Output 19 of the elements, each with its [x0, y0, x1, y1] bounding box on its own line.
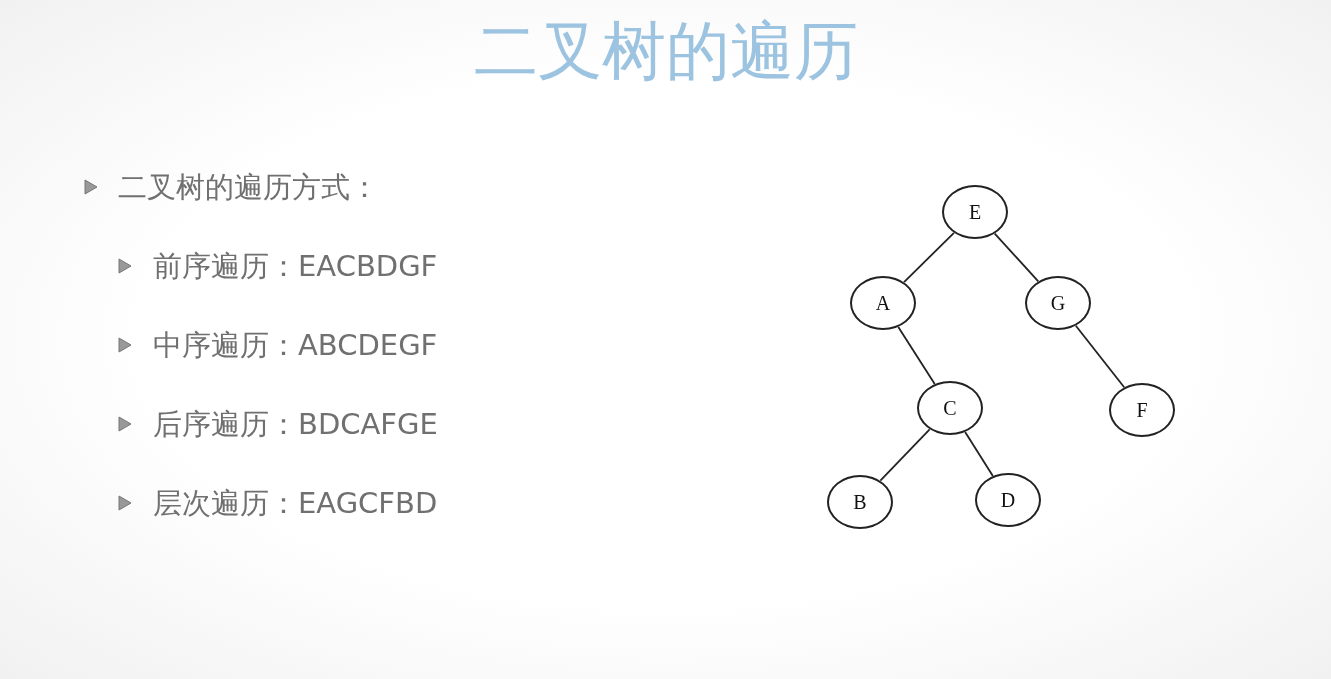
- tree-edge: [903, 231, 955, 284]
- tree-node: D: [975, 473, 1041, 527]
- tree-node: A: [850, 276, 916, 330]
- tree-edge: [993, 232, 1040, 283]
- tree-edge: [1074, 324, 1126, 389]
- bullet-heading: 二叉树的遍历方式：: [118, 169, 379, 205]
- traversal-text: 中序遍历：ABCDEGF: [153, 327, 438, 363]
- tree-edge: [879, 428, 931, 482]
- traversal-text: 后序遍历：BDCAFGE: [153, 406, 438, 442]
- tree-edge: [964, 431, 994, 477]
- tree-node: F: [1109, 383, 1175, 437]
- traversal-text: 层次遍历：EAGCFBD: [153, 485, 438, 521]
- traversal-text: 前序遍历：EACBDGF: [153, 248, 438, 284]
- tree-edge: [897, 326, 936, 385]
- tree-node: C: [917, 381, 983, 435]
- tree-node: E: [942, 185, 1008, 239]
- slide-title: 二叉树的遍历: [472, 13, 859, 90]
- tree-node: G: [1025, 276, 1091, 330]
- tree-node: B: [827, 475, 893, 529]
